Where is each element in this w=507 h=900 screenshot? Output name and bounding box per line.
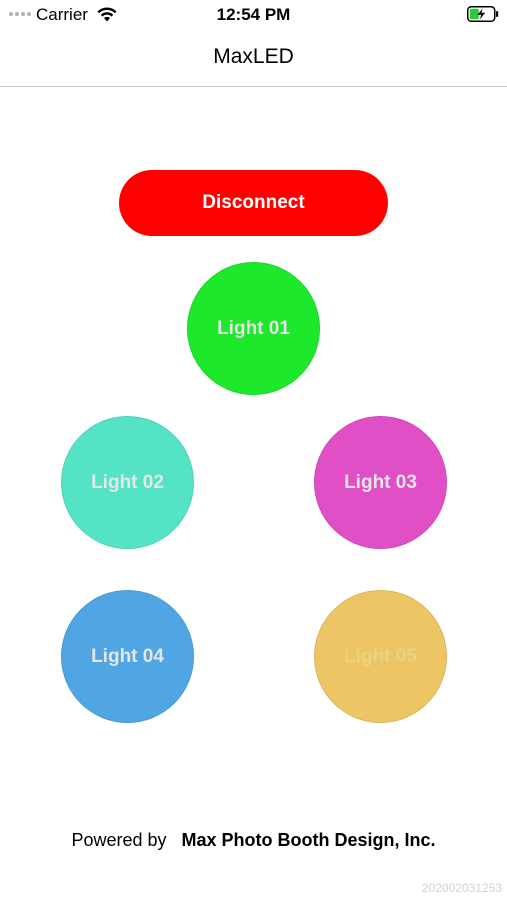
wifi-icon xyxy=(97,7,117,22)
build-number: 202002031253 xyxy=(421,881,502,895)
light-03-label: Light 03 xyxy=(344,471,417,493)
light-05-label: Light 05 xyxy=(344,645,417,667)
footer: Powered by Max Photo Booth Design, Inc. xyxy=(0,828,507,852)
light-04-button[interactable]: Light 04 xyxy=(61,590,194,723)
powered-by-label: Powered by xyxy=(71,830,167,850)
light-01-button[interactable]: Light 01 xyxy=(187,262,320,395)
carrier-label: Carrier xyxy=(36,5,88,24)
company-name: Max Photo Booth Design, Inc. xyxy=(181,830,436,850)
light-01-label: Light 01 xyxy=(217,317,290,339)
light-02-button[interactable]: Light 02 xyxy=(61,416,194,549)
battery-charging-icon xyxy=(467,6,499,22)
light-05-button[interactable]: Light 05 xyxy=(314,590,447,723)
light-02-label: Light 02 xyxy=(91,471,164,493)
light-03-button[interactable]: Light 03 xyxy=(314,416,447,549)
status-bar: Carrier 12:54 PM xyxy=(0,0,507,30)
navigation-bar: MaxLED xyxy=(0,30,507,87)
signal-strength-icon xyxy=(9,12,31,16)
page-title: MaxLED xyxy=(213,45,294,68)
status-time: 12:54 PM xyxy=(216,5,291,24)
disconnect-button[interactable]: Disconnect xyxy=(119,170,388,236)
light-04-label: Light 04 xyxy=(91,645,164,667)
